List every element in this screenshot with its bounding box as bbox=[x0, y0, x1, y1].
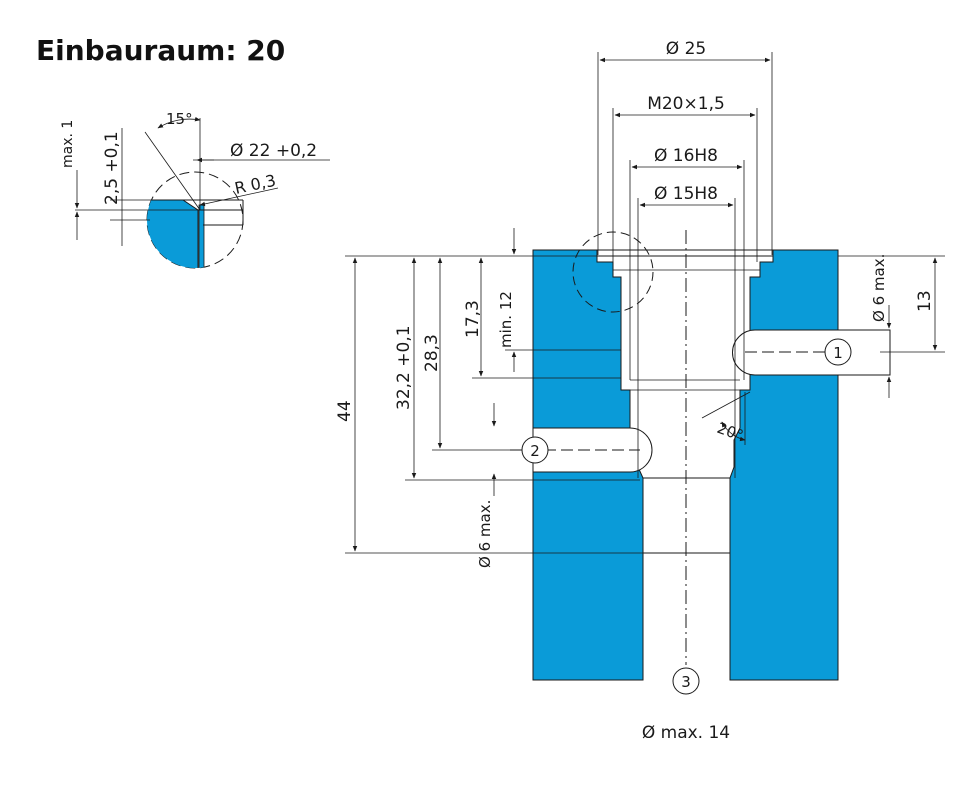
dim-d16: Ø 16H8 bbox=[654, 146, 718, 166]
section-view: 1 2 3 bbox=[510, 230, 891, 695]
dim-17-3: 17,3 bbox=[463, 300, 483, 338]
detail-body-fill bbox=[147, 199, 199, 268]
dim-44: 44 bbox=[335, 400, 355, 422]
d22-label: Ø 22 +0,2 bbox=[230, 141, 317, 161]
dim-13: 13 bbox=[915, 290, 935, 312]
top-dimensions: Ø 25 M20×1,5 Ø 16H8 Ø 15H8 bbox=[597, 39, 773, 478]
dim-28-3: 28,3 bbox=[422, 334, 442, 372]
left-dimensions: 44 32,2 +0,1 28,3 17,3 min. 12 Ø 6 max. bbox=[335, 228, 643, 568]
port-2-marker bbox=[521, 436, 549, 464]
r03-label: R 0,3 bbox=[233, 171, 278, 198]
port-1-marker bbox=[824, 338, 852, 366]
dim-32-2: 32,2 +0,1 bbox=[394, 325, 414, 410]
housing-right bbox=[729, 249, 839, 681]
dim-port1-dia: Ø 6 max. bbox=[870, 254, 888, 322]
dim-thread: M20×1,5 bbox=[647, 94, 725, 114]
port-2-channel bbox=[532, 427, 653, 473]
dim-port2-dia: Ø 6 max. bbox=[476, 500, 494, 568]
dim-d15: Ø 15H8 bbox=[654, 184, 718, 204]
angle-15-label: 15° bbox=[166, 110, 193, 128]
port-2-label: 2 bbox=[530, 442, 540, 460]
bottom-diameter-note: Ø max. 14 bbox=[642, 723, 730, 743]
chamfer-label: max. 1 bbox=[60, 120, 76, 168]
dim-d25: Ø 25 bbox=[666, 39, 706, 59]
page-title: Einbauraum: 20 bbox=[36, 34, 285, 67]
port-3-marker bbox=[672, 667, 700, 695]
depth-label: 2,5 +0,1 bbox=[102, 131, 122, 205]
detail-view: max. 1 2,5 +0,1 15° Ø 22 +0,2 R 0,3 bbox=[60, 110, 330, 269]
port-1-label: 1 bbox=[833, 344, 843, 362]
dim-min12: min. 12 bbox=[497, 291, 515, 348]
port-3-label: 3 bbox=[681, 673, 691, 691]
detail-seal-edge bbox=[198, 204, 205, 268]
